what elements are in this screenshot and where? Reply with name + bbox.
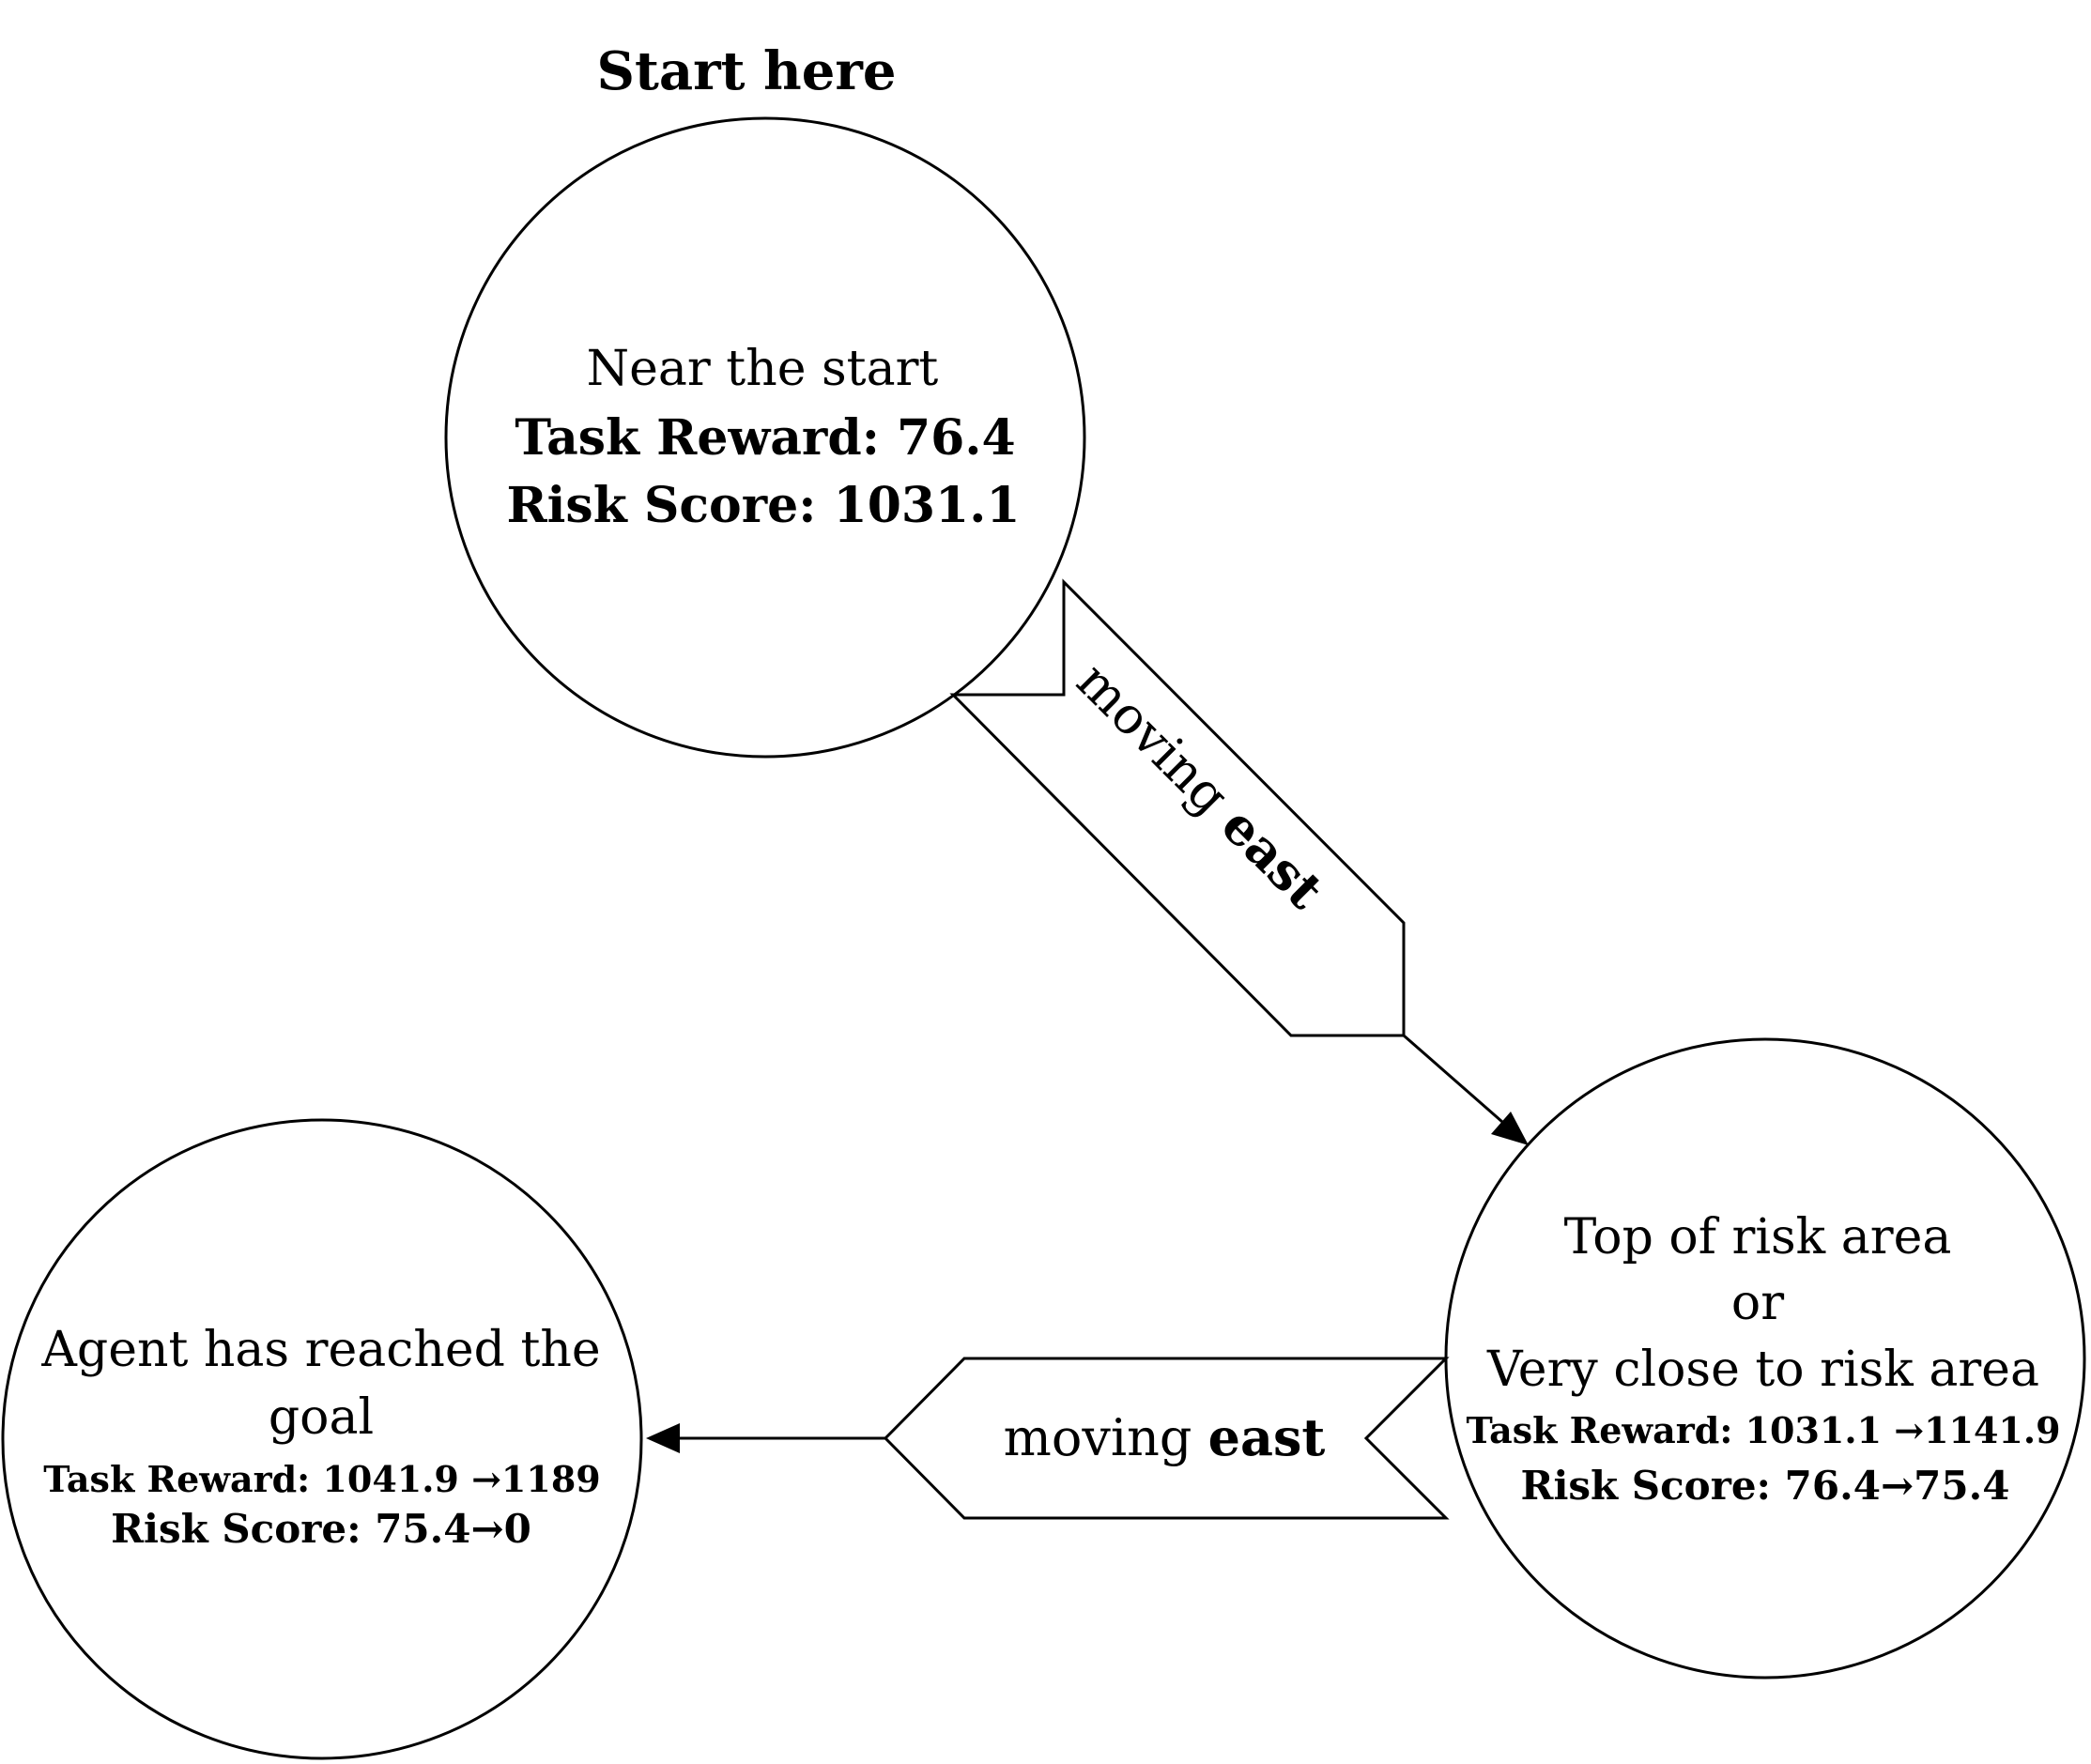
state-risk-name-line3: Very close to risk area <box>1486 1342 2039 1398</box>
state-risk-name-line2: or <box>1731 1275 1784 1331</box>
state-goal-name-line2: goal <box>269 1389 374 1446</box>
state-circle-goal <box>1 1118 643 1760</box>
state-start-risk-score: Risk Score: 1031.1 <box>506 477 1020 534</box>
state-risk-name-line1: Top of risk area <box>1564 1209 1952 1265</box>
transition-1-arrowhead <box>1491 1112 1529 1145</box>
transition-2-arrowhead <box>646 1423 680 1453</box>
transition-2-direction: east <box>1208 1407 1326 1467</box>
state-risk-task-reward: Task Reward: 1031.1 →1141.9 <box>1466 1409 2060 1451</box>
transition-1-connector <box>1403 1034 1503 1124</box>
transition-1-shape <box>949 578 1406 1037</box>
state-node-risk: Top of risk area or Very close to risk a… <box>1444 1037 2086 1680</box>
state-goal-risk-score: Risk Score: 75.4→0 <box>111 1506 531 1552</box>
transition-2-label: moving east <box>1004 1407 1326 1467</box>
transition-start-to-risk: moving east <box>949 578 1529 1145</box>
state-node-goal: Agent has reached the goal Task Reward: … <box>1 1118 643 1760</box>
state-circle-start <box>444 116 1086 759</box>
state-node-start: Near the start Task Reward: 76.4 Risk Sc… <box>444 116 1086 759</box>
state-risk-risk-score: Risk Score: 76.4→75.4 <box>1521 1463 2010 1509</box>
state-goal-task-reward: Task Reward: 1041.9 →1189 <box>43 1458 600 1500</box>
transition-risk-to-goal: moving east <box>646 1357 1450 1520</box>
state-start-name: Near the start <box>587 341 939 397</box>
transition-2-shape <box>883 1357 1450 1520</box>
state-goal-name-line1: Agent has reached the <box>40 1322 600 1378</box>
diagram-title: Start here <box>597 40 897 102</box>
state-start-task-reward: Task Reward: 76.4 <box>515 409 1015 467</box>
transition-2-verb: moving <box>1004 1408 1192 1467</box>
